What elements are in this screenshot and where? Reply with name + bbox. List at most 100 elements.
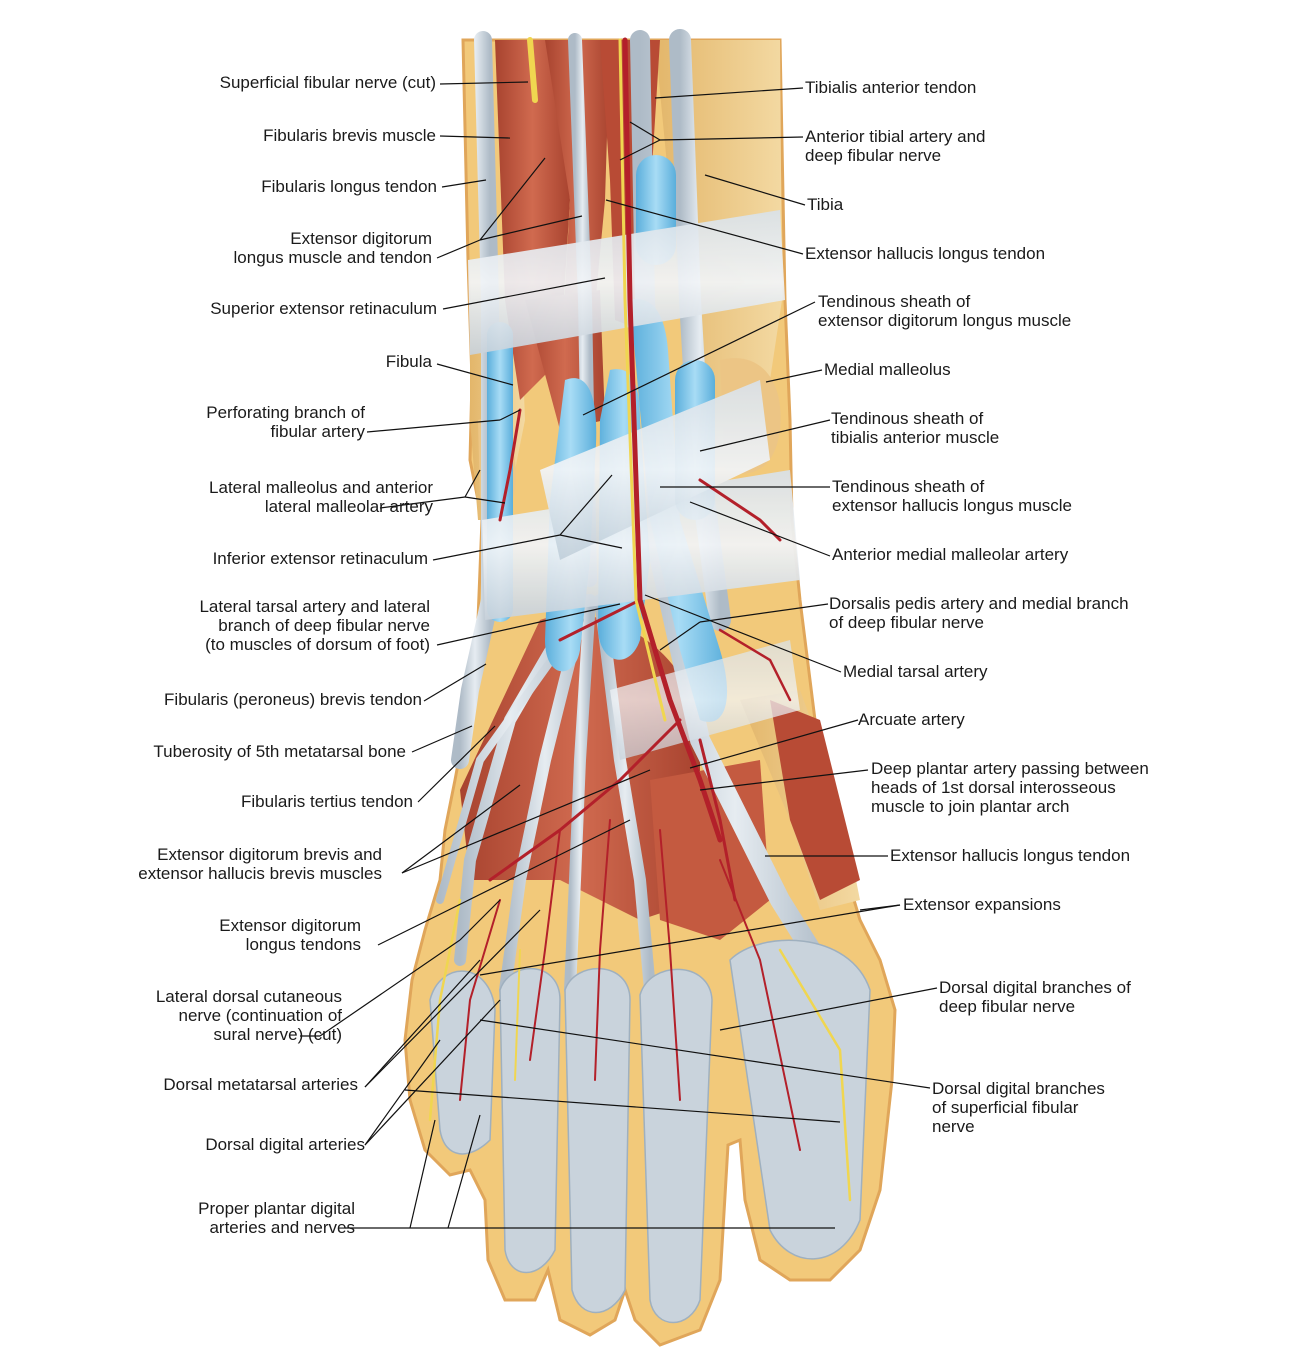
label-tuberosity-5th-metatarsal: Tuberosity of 5th metatarsal bone — [153, 742, 406, 761]
label-fibularis-tertius-tendon: Fibularis tertius tendon — [241, 792, 413, 811]
label-line: branch of deep fibular nerve — [218, 616, 430, 635]
label-line: Tendinous sheath of — [832, 477, 985, 496]
label-line: longus muscle and tendon — [233, 248, 432, 267]
nerves — [428, 37, 852, 1202]
label-medial-tarsal-artery: Medial tarsal artery — [843, 662, 988, 681]
label-line: Inferior extensor retinaculum — [212, 549, 428, 568]
label-anterior-medial-malleolar-artery: Anterior medial malleolar artery — [832, 545, 1068, 564]
label-line: Deep plantar artery passing between — [871, 759, 1149, 778]
label-line: of deep fibular nerve — [829, 613, 984, 632]
label-line: Anterior tibial artery and — [805, 127, 986, 146]
label-line: fibular artery — [270, 422, 365, 441]
label-line: Dorsal metatarsal arteries — [163, 1075, 358, 1094]
label-superficial-fibular-nerve: Superficial fibular nerve (cut) — [220, 73, 436, 92]
label-superior-extensor-retinaculum: Superior extensor retinaculum — [210, 299, 437, 318]
toe-expansions — [429, 939, 871, 1324]
label-line: Dorsal digital branches of — [939, 978, 1131, 997]
inferior-retinaculum-band-b — [540, 380, 770, 560]
label-line: Fibularis tertius tendon — [241, 792, 413, 811]
label-line: extensor hallucis longus muscle — [832, 496, 1073, 515]
label-line: Tibialis anterior tendon — [805, 78, 977, 97]
label-line: Dorsal digital arteries — [205, 1135, 365, 1154]
label-line: Extensor digitorum brevis and — [157, 845, 382, 864]
label-fibula: Fibula — [386, 352, 432, 371]
label-line: extensor hallucis brevis muscles — [138, 864, 382, 883]
leader-lines — [300, 81, 938, 1229]
label-extensor-expansions: Extensor expansions — [903, 895, 1061, 914]
label-line: Medial malleolus — [824, 360, 951, 379]
label-tibia: Tibia — [807, 195, 843, 214]
label-line: longus tendons — [245, 935, 361, 954]
label-line: arteries and nerves — [209, 1218, 355, 1237]
label-line: Anterior medial malleolar artery — [832, 545, 1069, 564]
label-line: Extensor digitorum — [290, 229, 432, 248]
label-fibularis-longus-tendon: Fibularis longus tendon — [261, 177, 437, 196]
label-line: Proper plantar digital — [198, 1199, 355, 1218]
label-line: Extensor digitorum — [219, 916, 361, 935]
label-line: lateral malleolar artery — [264, 497, 433, 516]
label-inferior-extensor-retinaculum: Inferior extensor retinaculum — [213, 549, 428, 568]
label-line: sural nerve) (cut) — [213, 1025, 342, 1044]
label-line: Arcuate artery — [858, 710, 965, 729]
label-line: Fibularis brevis muscle — [263, 126, 436, 145]
label-tibialis-anterior-tendon: Tibialis anterior tendon — [805, 78, 976, 97]
label-line: nerve — [932, 1117, 975, 1136]
label-line: Medial tarsal artery — [843, 662, 988, 681]
label-dorsal-metatarsal-arteries: Dorsal metatarsal arteries — [163, 1075, 358, 1094]
label-line: Tibia — [807, 195, 844, 214]
label-line: Perforating branch of — [206, 403, 365, 422]
label-line: of superficial fibular — [932, 1098, 1079, 1117]
label-line: Superficial fibular nerve (cut) — [219, 73, 436, 92]
label-line: extensor digitorum longus muscle — [818, 311, 1072, 330]
label-line: deep fibular nerve — [805, 146, 942, 165]
label-line: Dorsal digital branches — [932, 1079, 1105, 1098]
label-line: Tuberosity of 5th metatarsal bone — [153, 742, 406, 761]
label-fibularis-brevis-muscle: Fibularis brevis muscle — [263, 126, 436, 145]
label-line: Fibula — [385, 352, 432, 371]
label-line: nerve (continuation of — [178, 1006, 343, 1025]
label-line: Extensor hallucis longus tendon — [805, 244, 1046, 263]
label-line: Dorsalis pedis artery and medial branch — [829, 594, 1129, 613]
label-line: muscle to join plantar arch — [871, 797, 1070, 816]
label-line: Lateral malleolus and anterior — [209, 478, 433, 497]
label-line: Extensor expansions — [903, 895, 1061, 914]
label-line: Tendinous sheath of — [818, 292, 971, 311]
label-extensor-hallucis-longus-tendon-upper: Extensor hallucis longus tendon — [805, 244, 1045, 263]
label-line: deep fibular nerve — [939, 997, 1076, 1016]
label-line: Superior extensor retinaculum — [210, 299, 437, 318]
label-line: Extensor hallucis longus tendon — [890, 846, 1131, 865]
label-line: Tendinous sheath of — [831, 409, 984, 428]
label-line: Fibularis (peroneus) brevis tendon — [164, 690, 422, 709]
label-line: heads of 1st dorsal interosseous — [871, 778, 1116, 797]
label-line: Fibularis longus tendon — [261, 177, 437, 196]
label-extensor-hallucis-longus-tendon-lower: Extensor hallucis longus tendon — [890, 846, 1130, 865]
label-arcuate-artery: Arcuate artery — [858, 710, 965, 729]
retinacula — [468, 210, 800, 760]
label-line: tibialis anterior muscle — [831, 428, 1000, 447]
label-line: Lateral dorsal cutaneous — [155, 987, 342, 1006]
label-medial-malleolus: Medial malleolus — [824, 360, 951, 379]
superior-retinaculum-band — [468, 210, 785, 355]
label-fibularis-brevis-tendon: Fibularis (peroneus) brevis tendon — [164, 690, 422, 709]
label-line: Lateral tarsal artery and lateral — [199, 597, 430, 616]
label-dorsal-digital-arteries: Dorsal digital arteries — [205, 1135, 365, 1154]
label-line: (to muscles of dorsum of foot) — [205, 635, 430, 654]
dorsal-interosseous — [770, 700, 860, 900]
